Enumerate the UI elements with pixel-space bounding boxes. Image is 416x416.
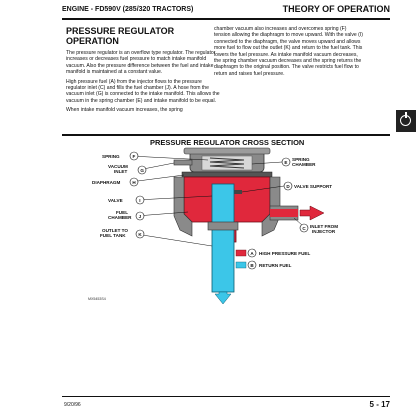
figure-top-rule [62,134,390,136]
label-spring: SPRING [102,154,120,159]
letter-K: K [138,232,142,237]
paragraph: High pressure fuel (A) from the injector… [66,78,220,104]
legend-letter-A: A [250,251,254,256]
legend-label-return: RETURN FUEL [259,263,292,268]
label-outlet-line1: OUTLET TO [102,228,128,233]
label-outlet-line2: FUEL TANK [100,233,126,238]
legend-marker-B [247,260,257,270]
header-section-title: ENGINE - FD590V (285/320 TRACTORS) [62,6,194,13]
letter-I: I [139,198,140,203]
marker-G [137,165,147,175]
leader-fuel-chamber [135,211,189,217]
label-inlet-line1: INLET FROM [310,224,338,229]
paragraph: chamber vacuum also increases and overco… [214,26,363,77]
section-title: PRESSURE REGULATOR OPERATION [66,26,222,46]
marker-K [135,229,145,239]
figure-code: MX5453S4 [88,297,106,301]
return-tube [211,183,235,293]
label-inlet-line2: INJECTOR [312,229,336,234]
footer-rule [62,396,390,397]
label-vacuum-line1: VACUUM [108,164,128,169]
pressure-regulator-diagram: SPRING F VACUUM INLET G DIAPHRAGM H VALV… [88,147,338,305]
figure-title: PRESSURE REGULATOR CROSS SECTION [150,138,305,147]
spring-coil [209,157,245,169]
letter-H: H [132,180,136,185]
marker-F [129,151,139,161]
letter-G: G [140,168,144,173]
leader-inlet [293,217,303,226]
header-rule [62,18,390,20]
spring-housing-top [183,147,271,155]
label-valve: VALVE [108,198,123,203]
leader-outlet [135,233,213,247]
text-column-left: PRESSURE REGULATOR OPERATION The pressur… [66,26,222,117]
label-vacuum-line2: INLET [114,169,127,174]
tab-hand-shape [405,112,407,118]
leader-valve-support [241,185,285,193]
engine-section-tab-icon [396,110,416,132]
label-spring-chamber-line1: SPRING [292,157,310,162]
text-column-right: chamber vacuum also increases and overco… [214,26,364,80]
marker-C [299,223,309,233]
label-spring-chamber-line2: CHAMBER [292,162,316,167]
marker-I [135,195,145,205]
inlet-port-flow [270,209,298,217]
regulator-body-left [173,176,193,237]
label-fuel-chamber-line1: FUEL [116,210,128,215]
leader-spring-chamber [251,161,283,165]
paragraph: When intake manifold vacuum increases, t… [66,107,183,114]
label-diaphragm: DIAPHRAGM [92,180,121,185]
leader-valve [135,195,213,201]
return-tube-collar [207,221,239,231]
header-chapter-title: THEORY OF OPERATION [282,4,390,14]
letter-J: J [139,214,142,219]
outlet-arrow-icon [214,291,232,305]
paragraph: The pressure regulator is an overflow ty… [66,50,216,76]
legend-label-high-pressure: HIGH PRESSURE FUEL [259,251,310,256]
section-title-line1: PRESSURE REGULATOR [66,26,175,36]
legend-swatch-high-pressure [235,249,247,257]
page-header: ENGINE - FD590V (285/320 TRACTORS) THEOR… [62,4,390,18]
letter-F: F [133,154,136,159]
label-valve-support: VALVE SUPPORT [294,184,332,189]
leader-diaphragm [129,174,185,183]
inlet-arrow-icon [299,205,325,221]
legend-letter-B: B [250,263,254,268]
letter-D: D [286,184,290,189]
vacuum-inlet-nipple [173,159,193,166]
footer-page-number: 5 - 17 [369,400,390,409]
diaphragm-plate [181,171,273,178]
marker-H [129,177,139,187]
letter-E: E [284,160,287,165]
leader-spring [129,155,209,161]
marker-E [281,157,291,167]
label-fuel-chamber-line2: CHAMBER [108,215,132,220]
footer-date: 9/20/96 [64,402,81,408]
legend-marker-A [247,248,257,258]
section-title-line2: OPERATION [66,36,119,46]
legend-swatch-return [235,261,247,269]
marker-J [135,211,145,221]
letter-C: C [302,226,306,231]
